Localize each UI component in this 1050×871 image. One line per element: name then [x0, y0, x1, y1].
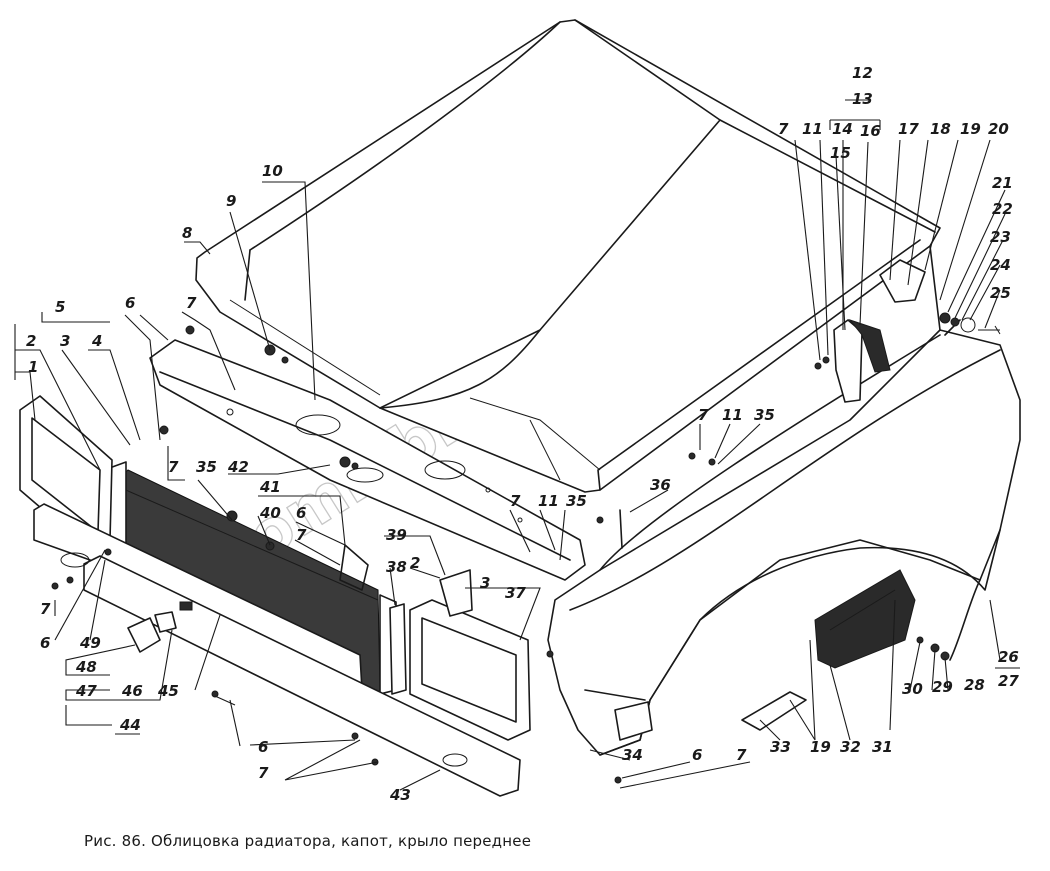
label-3: 3	[480, 574, 490, 592]
label-41: 41	[259, 478, 281, 496]
label-6: 6	[296, 504, 306, 522]
figure-caption: Рис. 86. Облицовка радиатора, капот, кры…	[84, 832, 532, 850]
label-35: 35	[196, 458, 217, 476]
label-48: 48	[75, 658, 97, 676]
label-18: 18	[930, 120, 951, 138]
label-24: 24	[990, 256, 1011, 274]
label-2: 2	[410, 554, 420, 572]
label-22: 22	[992, 200, 1013, 218]
label-47: 47	[75, 682, 97, 700]
label-4: 4	[91, 332, 102, 350]
label-33: 33	[770, 738, 791, 756]
headlamp-frames	[19, 395, 531, 741]
label-6: 6	[125, 294, 135, 312]
label-19: 19	[960, 120, 981, 138]
label-44: 44	[119, 716, 141, 734]
label-19: 19	[810, 738, 831, 756]
label-7: 7	[186, 294, 197, 312]
label-8: 8	[182, 224, 192, 242]
label-6: 6	[40, 634, 50, 652]
label-2: 2	[26, 332, 36, 350]
label-49: 49	[79, 634, 101, 652]
label-35: 35	[566, 492, 587, 510]
label-17: 17	[898, 120, 919, 138]
label-13: 13	[852, 90, 873, 108]
label-6: 6	[692, 746, 702, 764]
label-underlines	[115, 667, 1020, 735]
label-7: 7	[736, 746, 747, 764]
part-labels: 5 2 3 4 1 6 7 8 9 10 7 35 42 41 40 6 7 3…	[26, 64, 1019, 804]
label-42: 42	[227, 458, 249, 476]
label-12: 12	[852, 64, 873, 82]
label-40: 40	[259, 504, 281, 522]
label-36: 36	[650, 476, 671, 494]
label-11: 11	[722, 406, 743, 424]
label-45: 45	[157, 682, 179, 700]
label-15: 15	[830, 144, 851, 162]
label-23: 23	[990, 228, 1011, 246]
hood	[195, 19, 941, 493]
label-21: 21	[992, 174, 1013, 192]
label-3: 3	[60, 332, 70, 350]
label-46: 46	[121, 682, 143, 700]
label-39: 39	[386, 526, 407, 544]
hood-hinge	[833, 259, 1001, 403]
label-7: 7	[698, 406, 709, 424]
label-7: 7	[168, 458, 179, 476]
label-25: 25	[990, 284, 1011, 302]
label-16: 16	[860, 122, 881, 140]
label-28: 28	[964, 676, 985, 694]
label-43: 43	[389, 786, 411, 804]
label-10: 10	[262, 162, 283, 180]
label-1: 1	[28, 358, 38, 376]
label-27: 27	[998, 672, 1019, 690]
label-20: 20	[988, 120, 1009, 138]
label-7: 7	[40, 600, 51, 618]
label-7: 7	[258, 764, 269, 782]
label-37: 37	[505, 584, 526, 602]
label-5: 5	[55, 298, 65, 316]
label-7: 7	[510, 492, 521, 510]
label-34: 34	[622, 746, 643, 764]
label-35: 35	[754, 406, 775, 424]
label-11: 11	[802, 120, 823, 138]
label-9: 9	[226, 192, 236, 210]
label-7: 7	[778, 120, 789, 138]
leader-lines	[14, 99, 1006, 791]
label-32: 32	[840, 738, 861, 756]
label-11: 11	[538, 492, 559, 510]
side-marker	[741, 691, 807, 731]
label-14: 14	[832, 120, 853, 138]
fasteners	[51, 325, 981, 784]
label-31: 31	[872, 738, 893, 756]
label-7: 7	[296, 526, 307, 544]
label-29: 29	[932, 678, 953, 696]
splash-shield	[814, 569, 916, 669]
label-30: 30	[902, 680, 923, 698]
label-6: 6	[258, 738, 268, 756]
label-26: 26	[998, 648, 1019, 666]
lower-apron	[33, 503, 521, 797]
label-38: 38	[386, 558, 407, 576]
